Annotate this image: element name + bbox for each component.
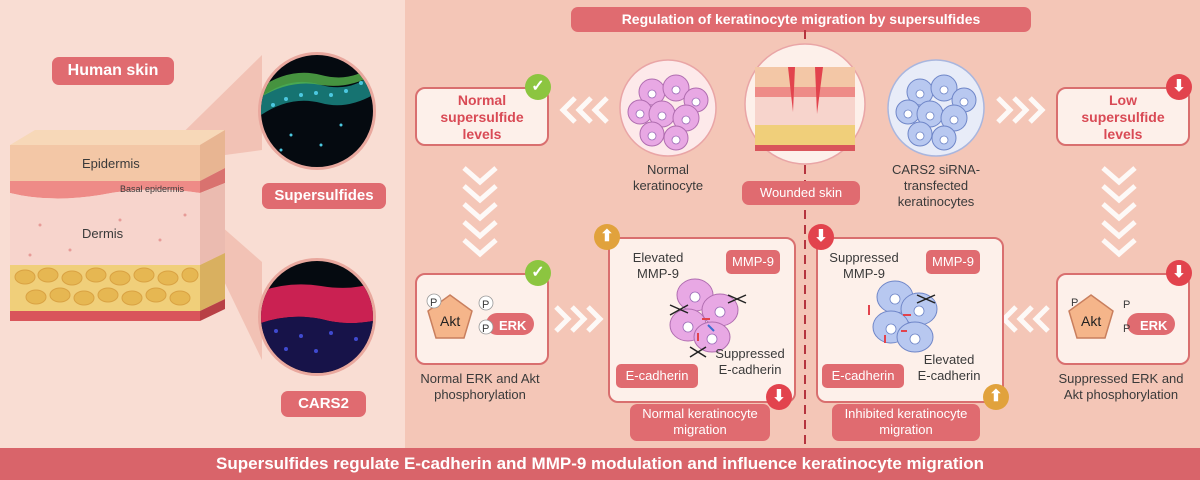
phospho-erk-label-1: P <box>482 299 490 311</box>
arrow-down-icon-kinase: ⬇ <box>1166 260 1192 286</box>
dermis-label: Dermis <box>82 226 124 241</box>
low-kinase-diagram <box>1068 294 1175 339</box>
arrow-down-icon: ⬇ <box>1166 74 1192 100</box>
chevrons-to-inhibited-migration <box>1000 305 1050 333</box>
normal-kinase-caption: Normal ERK and Akt phosphorylation <box>420 371 540 402</box>
inhibited-migration-cells <box>868 280 938 353</box>
normal-keratinocyte-illustration <box>619 59 717 157</box>
normal-supersulfide-box <box>415 87 549 146</box>
epidermis-label: Epidermis <box>82 156 140 171</box>
chevrons-left-top <box>559 96 609 124</box>
suppressed-ecadherin-label: Suppressed E-cadherin <box>715 346 785 377</box>
suppressed-mmp9-label: Suppressed MMP-9 <box>829 250 899 281</box>
normal-migration-label: Normal keratinocyte migration <box>630 404 770 441</box>
normal-supersulfide-text: Normal supersulfide levels <box>440 92 524 142</box>
mmp9-tag-normal: MMP-9 <box>726 250 780 274</box>
ecadherin-tag-normal: E-cadherin <box>616 364 698 388</box>
sirna-keratinocyte-illustration <box>887 59 985 157</box>
phospho-erk-label-low-1: P <box>1123 299 1131 311</box>
check-icon: ✓ <box>525 74 551 100</box>
low-supersulfide-text: Low supersulfide levels <box>1081 92 1165 142</box>
akt-label: Akt <box>440 313 461 329</box>
phospho-erk-label-2: P <box>482 323 490 335</box>
arrow-up-icon-ecad: ⬆ <box>983 384 1009 410</box>
low-supersulfide-box <box>1056 87 1190 146</box>
inhibited-migration-label: Inhibited keratinocyte migration <box>832 404 980 441</box>
supersulfides-label: Supersulfides <box>262 183 386 209</box>
cars2-micrograph <box>258 258 376 376</box>
chevrons-right-top <box>996 96 1046 124</box>
wounded-skin-label: Wounded skin <box>742 181 860 205</box>
skin-cross-section <box>10 130 225 321</box>
mmp9-tag-low: MMP-9 <box>926 250 980 274</box>
normal-keratinocyte-label: Normal keratinocyte <box>632 162 704 193</box>
footer-summary: Supersulfides regulate E-cadherin and MM… <box>0 448 1200 480</box>
erk-label: ERK <box>499 318 527 333</box>
human-skin-title: Human skin <box>52 57 174 85</box>
phospho-akt-label: P <box>430 297 438 309</box>
dashed-divider <box>804 30 806 448</box>
normal-migration-cells <box>669 278 747 358</box>
ecadherin-tag-low: E-cadherin <box>822 364 904 388</box>
basal-epidermis-label: Basal epidermis <box>120 184 185 194</box>
check-icon-kinase: ✓ <box>525 260 551 286</box>
chevrons-to-normal-migration <box>554 305 604 333</box>
supersulfides-micrograph <box>258 52 376 170</box>
phospho-akt-label-low: P <box>1071 297 1079 309</box>
erk-label-low: ERK <box>1140 318 1168 333</box>
sirna-keratinocyte-label: CARS2 siRNA- transfected keratinocytes <box>891 162 981 209</box>
normal-kinase-diagram <box>426 293 534 339</box>
phospho-erk-label-low-2: P <box>1123 323 1131 335</box>
arrow-down-icon-mmp: ⬇ <box>808 224 834 250</box>
cars2-label: CARS2 <box>281 391 366 417</box>
low-kinase-caption: Suppressed ERK and Akt phosphorylation <box>1058 371 1184 402</box>
elevated-mmp9-label: Elevated MMP-9 <box>632 250 684 281</box>
chevrons-down-right <box>1101 166 1137 258</box>
wounded-skin-illustration <box>744 43 866 165</box>
arrow-up-icon-mmp: ⬆ <box>594 224 620 250</box>
chevrons-down-left <box>462 166 498 258</box>
elevated-ecadherin-label: Elevated E-cadherin <box>917 352 981 383</box>
arrow-down-icon-ecad: ⬇ <box>766 384 792 410</box>
header-title: Regulation of keratinocyte migration by … <box>571 7 1031 32</box>
akt-label-low: Akt <box>1081 313 1102 329</box>
